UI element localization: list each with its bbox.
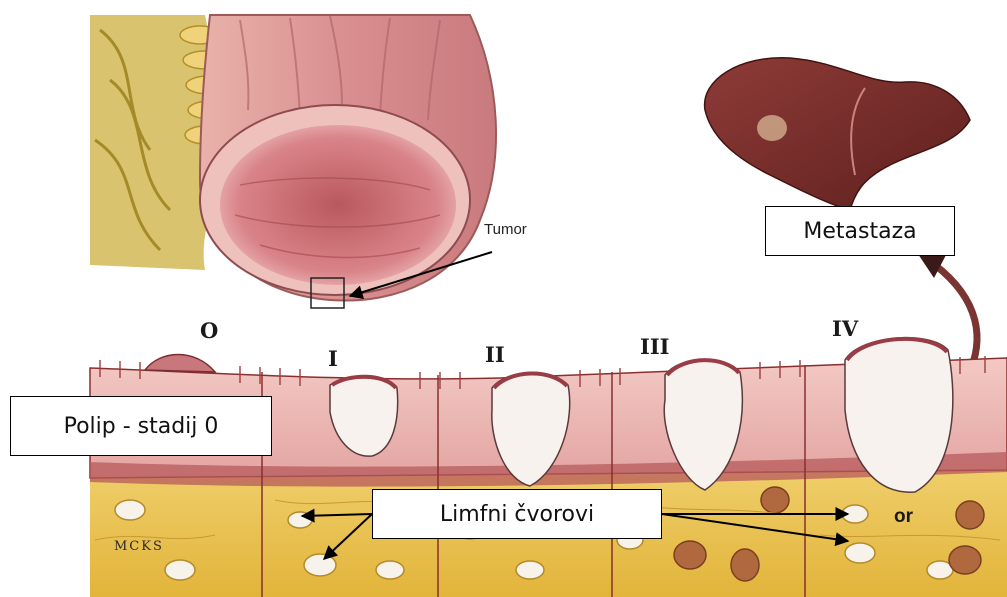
colon-lumen	[220, 125, 456, 285]
or-label: or	[894, 506, 913, 528]
metastasis-callout: Metastaza	[765, 206, 955, 256]
polyp-stage-callout: Polip - stadij 0	[10, 396, 272, 456]
lymph-nodes-callout-text: Limfni čvorovi	[440, 502, 594, 527]
liver-metastasis-lesion	[757, 115, 787, 141]
stage-label-2: II	[485, 342, 505, 367]
metastasis-callout-text: Metastaza	[803, 219, 916, 244]
tumor-label: Tumor	[484, 221, 527, 238]
stage-label-0: O	[200, 318, 218, 343]
illustrator-signature: MCKS	[114, 540, 144, 554]
stage-label-1: I	[328, 346, 338, 371]
colon-cross-section	[90, 15, 496, 308]
polyp-stage-callout-text: Polip - stadij 0	[64, 414, 219, 439]
stage-0-polyp	[145, 355, 215, 373]
stage-label-3: III	[640, 334, 669, 359]
liver	[705, 58, 970, 210]
liver-body	[705, 58, 970, 210]
stage-label-4: IV	[832, 316, 858, 341]
lymph-nodes-callout: Limfni čvorovi	[372, 489, 662, 539]
